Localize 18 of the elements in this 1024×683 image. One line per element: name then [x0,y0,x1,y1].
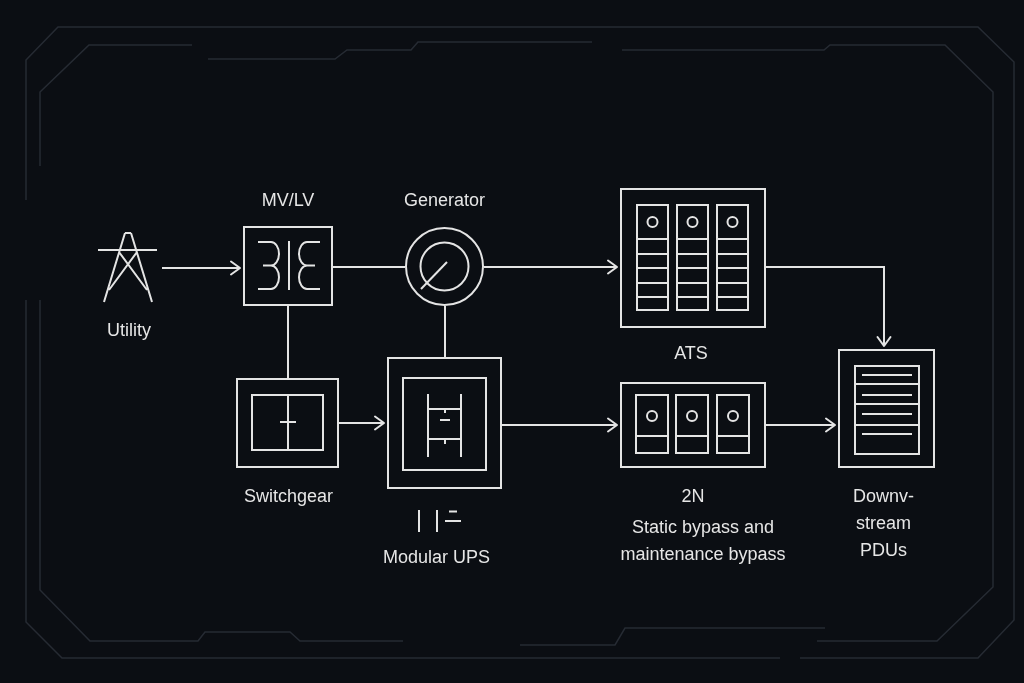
node-label: ATS [673,342,709,364]
node-label: MV/LV [260,189,316,211]
arrow [765,266,892,347]
node-label: 2N [680,485,706,507]
arrow [765,417,836,433]
connector-line [332,266,406,268]
node-label: Modular UPS [381,546,491,568]
node-label: Downv- stream PDUs [852,484,915,562]
node-caption: Static bypass and maintenance bypass [619,516,787,566]
node-label: Generator [402,189,486,211]
arrow [501,417,618,433]
arrow [483,259,618,275]
arrow [161,260,241,276]
connector-line [287,305,289,379]
arrow [338,415,385,431]
connector-line [444,305,446,358]
node-label: Switchgear [242,485,334,507]
node-label: Utility [106,319,152,341]
